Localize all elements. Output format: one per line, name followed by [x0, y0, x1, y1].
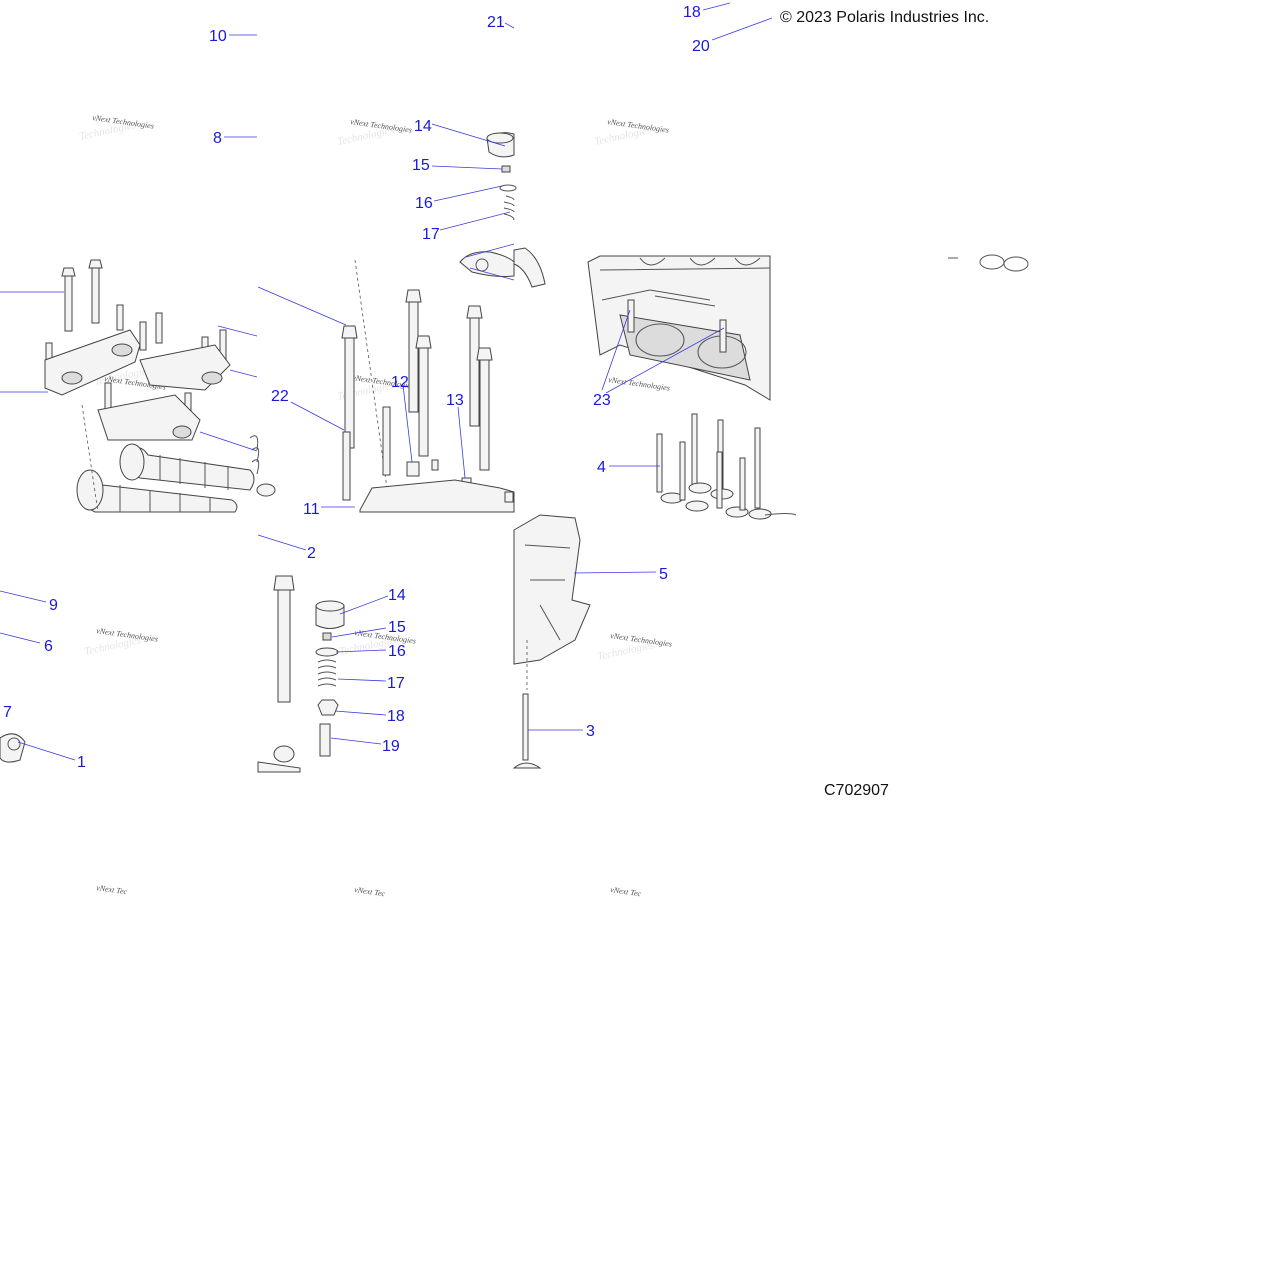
callout-20: 20	[692, 38, 710, 55]
callout-17-top: 17	[422, 226, 440, 243]
valve-train-lower	[257, 575, 345, 773]
callout-17-bottom: 17	[387, 675, 405, 692]
callout-9: 9	[49, 597, 58, 614]
valve-train-upper	[459, 132, 546, 288]
callout-11: 11	[303, 501, 320, 518]
watermark: vNext Tec	[610, 885, 642, 898]
partial-parts	[948, 254, 1029, 272]
watermark: vNext Tec	[96, 883, 128, 896]
callout-3: 3	[586, 723, 595, 740]
head-bolts	[341, 259, 515, 513]
callout-15-bottom: 15	[388, 619, 406, 636]
camshaft-assembly	[44, 259, 276, 513]
leader-lines	[0, 2, 773, 761]
drawing-code: C702907	[824, 782, 889, 799]
callout-16-top: 16	[415, 195, 433, 212]
callout-15-top: 15	[412, 157, 430, 174]
callout-8: 8	[213, 130, 222, 147]
seal-part	[0, 733, 26, 763]
callout-1: 1	[77, 754, 86, 771]
callout-13: 13	[446, 392, 464, 409]
watermark: vNext Technologies	[608, 375, 671, 393]
callout-4: 4	[597, 459, 606, 476]
callout-7: 7	[3, 704, 12, 721]
watermark: vNext Tec	[354, 885, 386, 898]
copyright-notice: © 2023 Polaris Industries Inc.	[780, 9, 990, 26]
callout-6: 6	[44, 638, 53, 655]
callout-labels: 10 8 21 18 20 14 15 16 17 22 12 13 11 23…	[3, 4, 710, 771]
callout-18-bottom: 18	[387, 708, 405, 725]
callout-14-bottom: 14	[388, 587, 406, 604]
callout-14-top: 14	[414, 118, 432, 135]
callout-10: 10	[209, 28, 227, 45]
callout-2: 2	[307, 545, 316, 562]
callout-19: 19	[382, 738, 400, 755]
callout-22: 22	[271, 388, 289, 405]
callout-12: 12	[391, 374, 409, 391]
cylinder-head-body	[512, 514, 591, 769]
callout-23: 23	[593, 392, 611, 409]
callout-16-bottom: 16	[388, 643, 406, 660]
callout-5: 5	[659, 566, 668, 583]
callout-18-top: 18	[683, 4, 701, 21]
callout-21: 21	[487, 14, 505, 31]
valves	[656, 413, 797, 520]
